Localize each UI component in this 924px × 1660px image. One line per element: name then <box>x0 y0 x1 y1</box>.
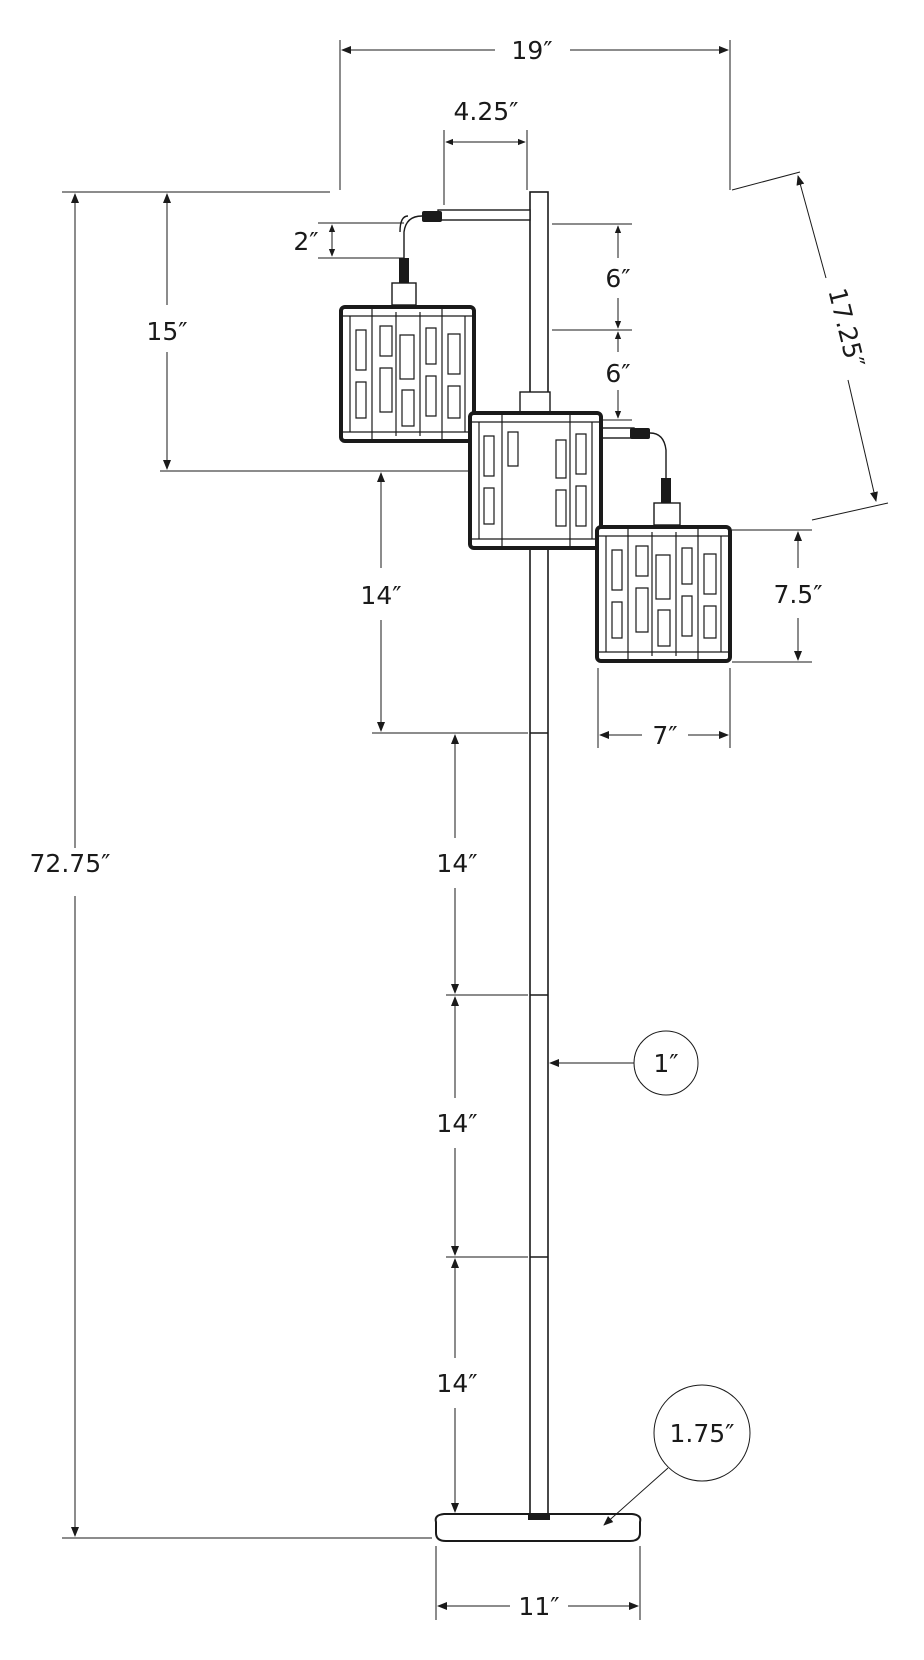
shade-right <box>595 525 732 663</box>
shade-left <box>339 305 476 443</box>
label-diagonal-span: 17.25″ <box>822 285 870 371</box>
label-spacing-1: 6″ <box>605 264 630 293</box>
base-thickness-callout <box>653 1384 751 1482</box>
label-shade-width: 7″ <box>652 721 677 750</box>
label-shade-height: 7.5″ <box>773 580 822 609</box>
label-arm-offset: 4.25″ <box>453 97 518 126</box>
dimension-labels: 19″ 4.25″ 2″ 6″ 6″ 15″ 17.25″ 14″ 7.5″ 7… <box>30 36 871 1621</box>
label-spacing-2: 6″ <box>605 359 630 388</box>
shade-middle <box>468 411 603 550</box>
lamp-base <box>434 1513 642 1542</box>
label-overall-width: 19″ <box>511 36 552 65</box>
label-total-height: 72.75″ <box>30 849 111 878</box>
base-collar <box>528 1515 550 1520</box>
label-cord-drop: 2″ <box>293 227 318 256</box>
dimension-lines <box>62 40 889 1620</box>
label-base-thickness: 1.75″ <box>669 1419 734 1448</box>
label-section-4: 14″ <box>436 1369 477 1398</box>
label-pole-diameter: 1″ <box>653 1049 678 1078</box>
label-base-width: 11″ <box>518 1592 559 1621</box>
lamp-illustration <box>339 191 732 1542</box>
label-upper-section: 15″ <box>146 317 187 346</box>
label-section-1: 14″ <box>360 581 401 610</box>
label-section-2: 14″ <box>436 849 477 878</box>
label-section-3: 14″ <box>436 1109 477 1138</box>
